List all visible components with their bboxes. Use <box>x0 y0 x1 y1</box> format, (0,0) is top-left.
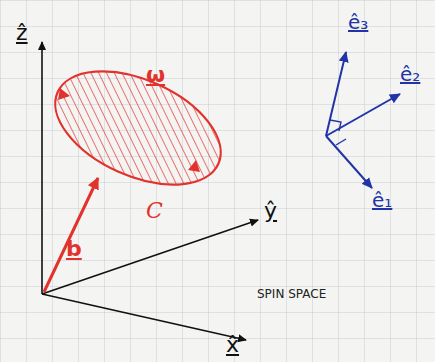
axis-label: ŷ <box>264 200 277 222</box>
vector-b <box>44 178 98 292</box>
surface-label: ω <box>146 64 165 86</box>
spin-axes <box>326 52 400 188</box>
basis-label: ê₁ <box>372 190 392 210</box>
note-text: SPIN SPACE <box>257 288 326 300</box>
curve-label: C <box>146 200 163 222</box>
basis-label: ê₃ <box>348 12 368 32</box>
vector-label: b <box>66 238 82 260</box>
axis-label: x̂ <box>226 334 239 356</box>
current-loop <box>38 48 238 207</box>
axis-label: ẑ <box>16 22 28 44</box>
basis-label: ê₂ <box>400 64 420 84</box>
loop-arrows <box>58 88 200 172</box>
